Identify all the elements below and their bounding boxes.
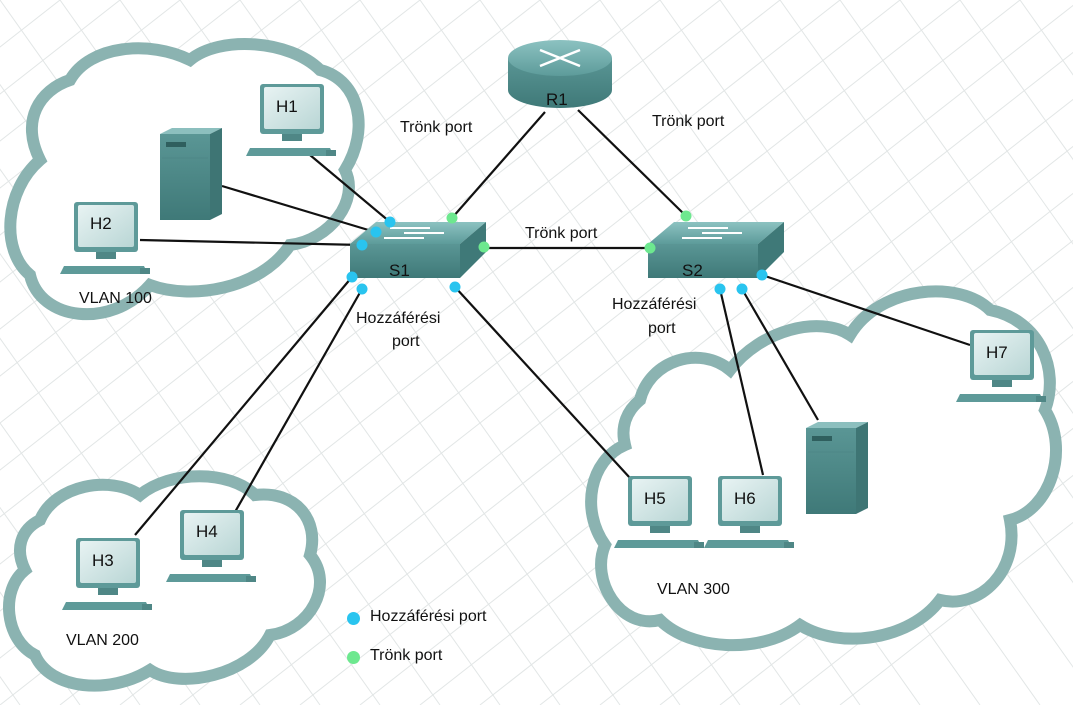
label-s2-access-1: Hozzáférési <box>612 296 697 313</box>
label-h5: H5 <box>644 489 666 508</box>
label-h1: H1 <box>276 97 298 116</box>
legend-trunk-dot <box>347 651 360 664</box>
access-port-dots <box>346 216 768 295</box>
label-trunk-r1-s1: Trönk port <box>400 119 473 136</box>
link-server1-s1 <box>221 184 376 234</box>
legend-access-label: Hozzáférési port <box>370 608 487 625</box>
label-r1: R1 <box>546 90 568 109</box>
label-trunk-s1-s2: Trönk port <box>525 225 598 242</box>
server-vlan300 <box>805 421 869 515</box>
link-r1-s1 <box>451 111 546 219</box>
vlan200-cloud <box>3 470 326 692</box>
link-h3-s1 <box>134 276 353 536</box>
label-trunk-r1-s2: Trönk port <box>652 113 725 130</box>
links <box>134 109 971 536</box>
label-s2-access-2: port <box>648 320 676 337</box>
link-server2-s2 <box>741 288 819 421</box>
legend-access-dot <box>347 612 360 625</box>
label-vlan100: VLAN 100 <box>79 290 152 307</box>
router-r1 <box>508 40 612 108</box>
label-h2: H2 <box>90 214 112 233</box>
link-h6-s2 <box>718 288 765 476</box>
link-h5-s1 <box>454 286 631 479</box>
label-h3: H3 <box>92 551 114 570</box>
label-vlan300: VLAN 300 <box>657 581 730 598</box>
link-h1-s1 <box>309 154 391 223</box>
label-s2: S2 <box>682 261 703 280</box>
switch-s1 <box>349 221 487 279</box>
trunk-port-dots <box>446 210 692 254</box>
server-vlan100 <box>159 127 223 221</box>
label-vlan200: VLAN 200 <box>66 632 139 649</box>
label-s1-access-2: port <box>392 333 420 350</box>
link-h7-s2 <box>761 273 971 347</box>
label-s1-access-1: Hozzáférési <box>356 310 441 327</box>
link-r1-s2 <box>577 109 687 217</box>
link-h4-s1 <box>234 288 363 513</box>
label-h4: H4 <box>196 522 218 541</box>
label-h7: H7 <box>986 343 1008 362</box>
label-s1: S1 <box>389 261 410 280</box>
legend-trunk-label: Trönk port <box>370 647 443 664</box>
label-h6: H6 <box>734 489 756 508</box>
switch-s2 <box>647 221 785 279</box>
link-h2-s1 <box>139 238 363 247</box>
